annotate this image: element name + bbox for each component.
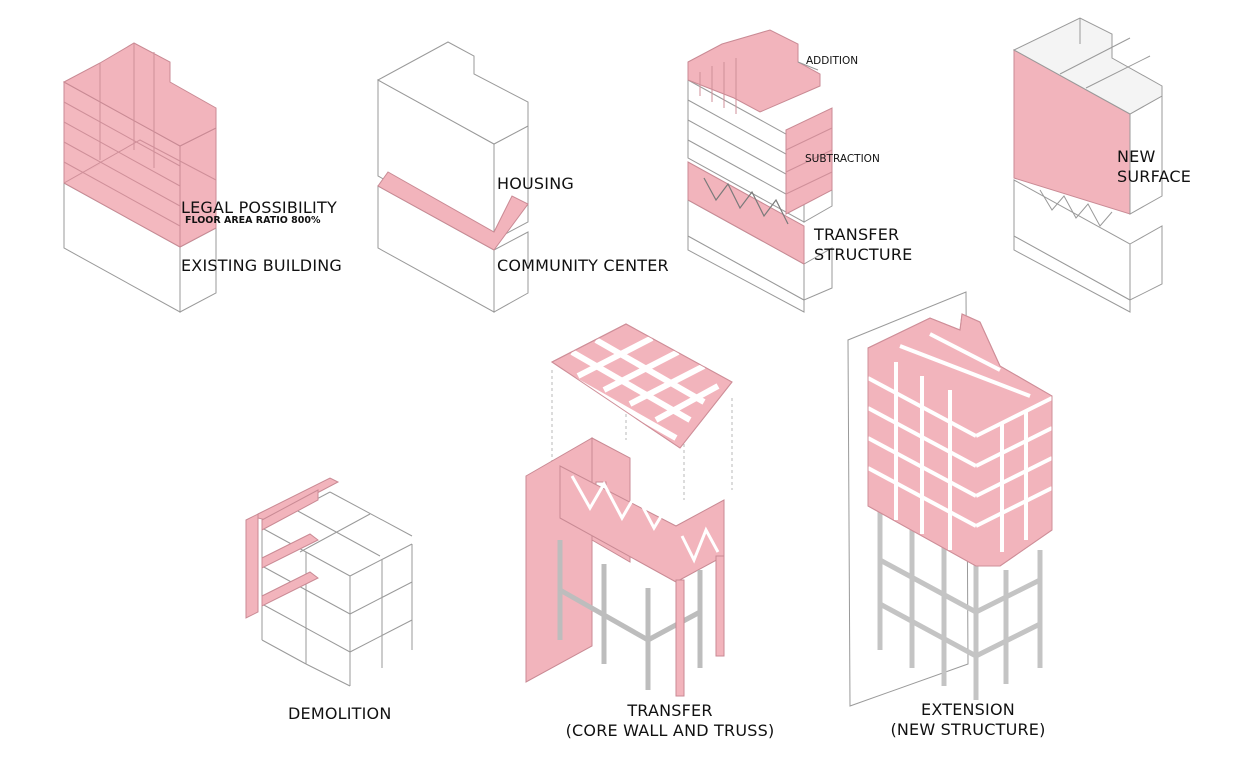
legal-possibility-label: LEGAL POSSIBILITY <box>181 198 337 217</box>
existing-building-label: EXISTING BUILDING <box>181 256 343 275</box>
demolition-diagram <box>245 477 413 687</box>
transfer-structure-label-line1: TRANSFER <box>814 225 900 244</box>
new-surface-label-line2: SURFACE <box>1117 167 1192 186</box>
demolition-label: DEMOLITION <box>288 704 392 723</box>
housing-label: HOUSING <box>497 174 574 193</box>
transfer-structure-label-line2: STRUCTURE <box>814 245 913 264</box>
new-surface-label-line1: NEW <box>1117 147 1156 166</box>
transfer-diagram <box>525 323 733 697</box>
new-surface-diagram <box>1012 17 1163 313</box>
transfer-label-line1: TRANSFER <box>627 701 713 720</box>
floor-area-ratio-label: FLOOR AREA RATIO 800% <box>185 215 321 226</box>
extension-label-line1: EXTENSION <box>921 700 1015 719</box>
community-center-label: COMMUNITY CENTER <box>497 256 669 275</box>
subtraction-label: SUBTRACTION <box>805 153 880 165</box>
addition-subtraction-diagram <box>687 29 833 313</box>
extension-diagram <box>847 291 1053 707</box>
extension-label-line2: (NEW STRUCTURE) <box>890 720 1046 739</box>
existing-building-diagram <box>62 42 217 313</box>
housing-community-diagram <box>376 41 529 313</box>
addition-label: ADDITION <box>806 55 859 67</box>
transfer-label-line2: (CORE WALL AND TRUSS) <box>565 721 775 740</box>
